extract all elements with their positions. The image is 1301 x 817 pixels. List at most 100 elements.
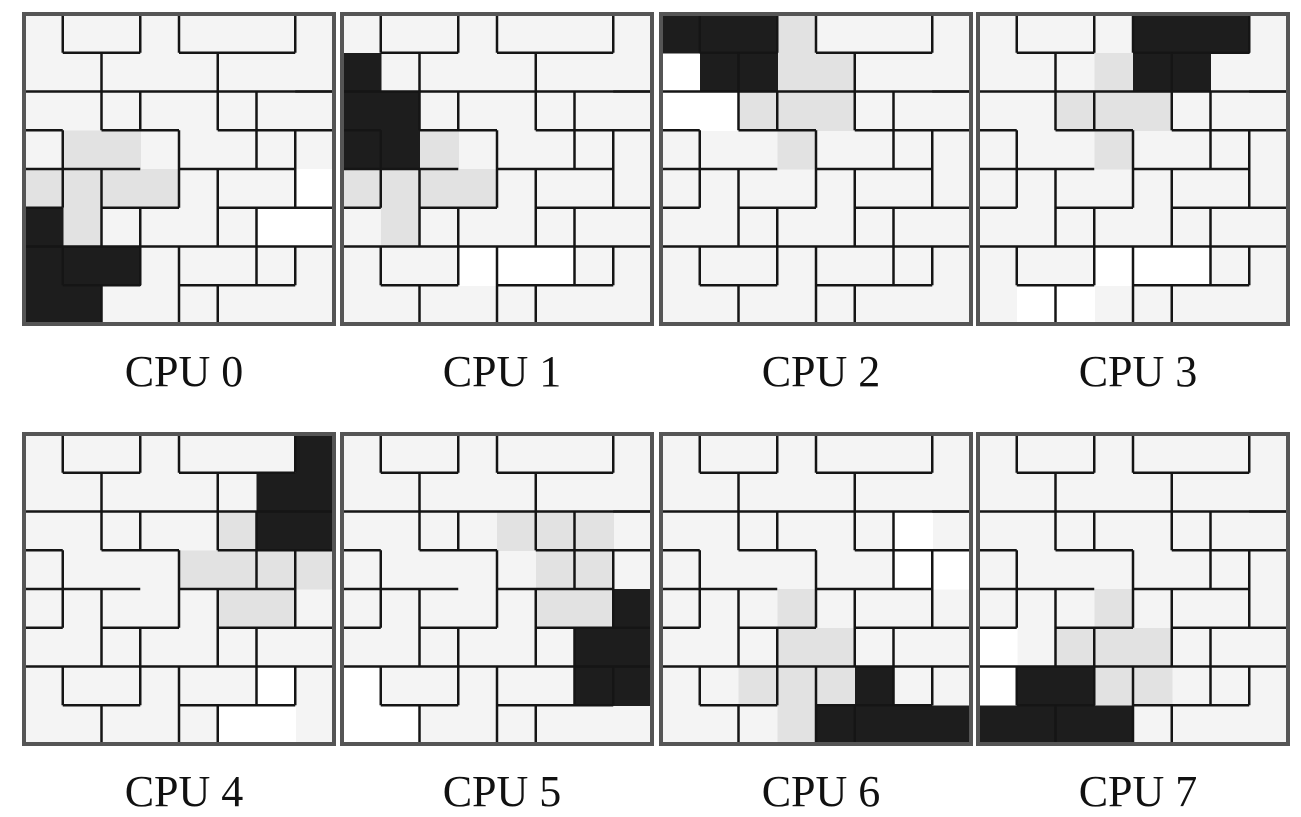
owned-cell	[1210, 14, 1250, 54]
blank-cell	[893, 550, 933, 590]
neighbor-cell	[458, 169, 498, 209]
neighbor-cell	[380, 169, 420, 209]
blank-cell	[256, 705, 296, 745]
neighbor-cell	[574, 511, 614, 551]
panel-frame	[976, 12, 1290, 326]
owned-cell	[295, 511, 335, 551]
owned-cell	[256, 472, 296, 512]
neighbor-cell	[1094, 666, 1134, 706]
panel-frame	[659, 432, 973, 746]
neighbor-cell	[816, 91, 856, 131]
neighbor-cell	[295, 550, 335, 590]
neighbor-cell	[1133, 666, 1173, 706]
neighbor-cell	[1055, 627, 1095, 667]
owned-cell	[1133, 52, 1173, 92]
blank-cell	[535, 246, 575, 286]
neighbor-cell	[380, 207, 420, 247]
neighbor-cell	[1094, 52, 1134, 92]
neighbor-cell	[256, 550, 296, 590]
neighbor-cell	[816, 627, 856, 667]
neighbor-cell	[777, 52, 817, 92]
blank-cell	[978, 627, 1018, 667]
panel-frame	[22, 12, 336, 326]
owned-cell	[1171, 14, 1211, 54]
owned-cell	[24, 207, 64, 247]
neighbor-cell	[1055, 91, 1095, 131]
neighbor-cell	[777, 14, 817, 54]
neighbor-cell	[62, 207, 102, 247]
owned-cell	[380, 130, 420, 170]
blank-cell	[295, 207, 335, 247]
blank-cell	[661, 52, 701, 92]
cpu-panel-5	[340, 432, 654, 746]
caption-cpu-7: CPU 7	[1078, 767, 1198, 816]
neighbor-cell	[101, 130, 141, 170]
owned-cell	[256, 511, 296, 551]
neighbor-cell	[62, 130, 102, 170]
blank-cell	[1171, 246, 1211, 286]
blank-cell	[342, 666, 382, 706]
cpu-panel-1	[340, 12, 654, 326]
owned-cell	[932, 705, 972, 745]
neighbor-cell	[777, 705, 817, 745]
owned-cell	[613, 627, 653, 667]
neighbor-cell	[419, 130, 459, 170]
owned-cell	[62, 246, 102, 286]
cpu-panel-4	[22, 432, 336, 746]
owned-cell	[342, 91, 382, 131]
blank-cell	[699, 91, 739, 131]
owned-cell	[893, 705, 933, 745]
panel-frame	[340, 432, 654, 746]
neighbor-cell	[1133, 627, 1173, 667]
neighbor-cell	[1133, 91, 1173, 131]
neighbor-cell	[816, 52, 856, 92]
owned-cell	[295, 434, 335, 474]
blank-cell	[295, 169, 335, 209]
owned-cell	[574, 627, 614, 667]
neighbor-cell	[419, 169, 459, 209]
owned-cell	[295, 472, 335, 512]
panel-frame	[22, 432, 336, 746]
blank-cell	[1055, 285, 1095, 325]
neighbor-cell	[777, 666, 817, 706]
neighbor-cell	[777, 130, 817, 170]
owned-cell	[699, 52, 739, 92]
neighbor-cell	[777, 589, 817, 629]
owned-cell	[342, 130, 382, 170]
owned-cell	[738, 52, 778, 92]
owned-cell	[101, 246, 141, 286]
owned-cell	[1016, 705, 1056, 745]
caption-cpu-2: CPU 2	[761, 347, 881, 396]
panel-frame	[976, 432, 1290, 746]
owned-cell	[661, 14, 701, 54]
caption-cpu-5: CPU 5	[442, 767, 562, 816]
owned-cell	[342, 52, 382, 92]
owned-cell	[380, 91, 420, 131]
neighbor-cell	[738, 91, 778, 131]
neighbor-cell	[342, 169, 382, 209]
neighbor-cell	[535, 511, 575, 551]
owned-cell	[1055, 705, 1095, 745]
neighbor-cell	[140, 169, 180, 209]
neighbor-cell	[738, 666, 778, 706]
neighbor-cell	[816, 666, 856, 706]
owned-cell	[24, 285, 64, 325]
owned-cell	[24, 246, 64, 286]
panel-frame	[340, 12, 654, 326]
neighbor-cell	[497, 511, 537, 551]
owned-cell	[854, 666, 894, 706]
owned-cell	[816, 705, 856, 745]
blank-cell	[497, 246, 537, 286]
blank-cell	[217, 705, 257, 745]
cpu-panel-0	[22, 12, 336, 326]
blank-cell	[893, 511, 933, 551]
neighbor-cell	[1094, 589, 1134, 629]
blank-cell	[1094, 246, 1134, 286]
owned-cell	[62, 285, 102, 325]
blank-cell	[1016, 285, 1056, 325]
blank-cell	[978, 666, 1018, 706]
owned-cell	[854, 705, 894, 745]
neighbor-cell	[217, 511, 257, 551]
